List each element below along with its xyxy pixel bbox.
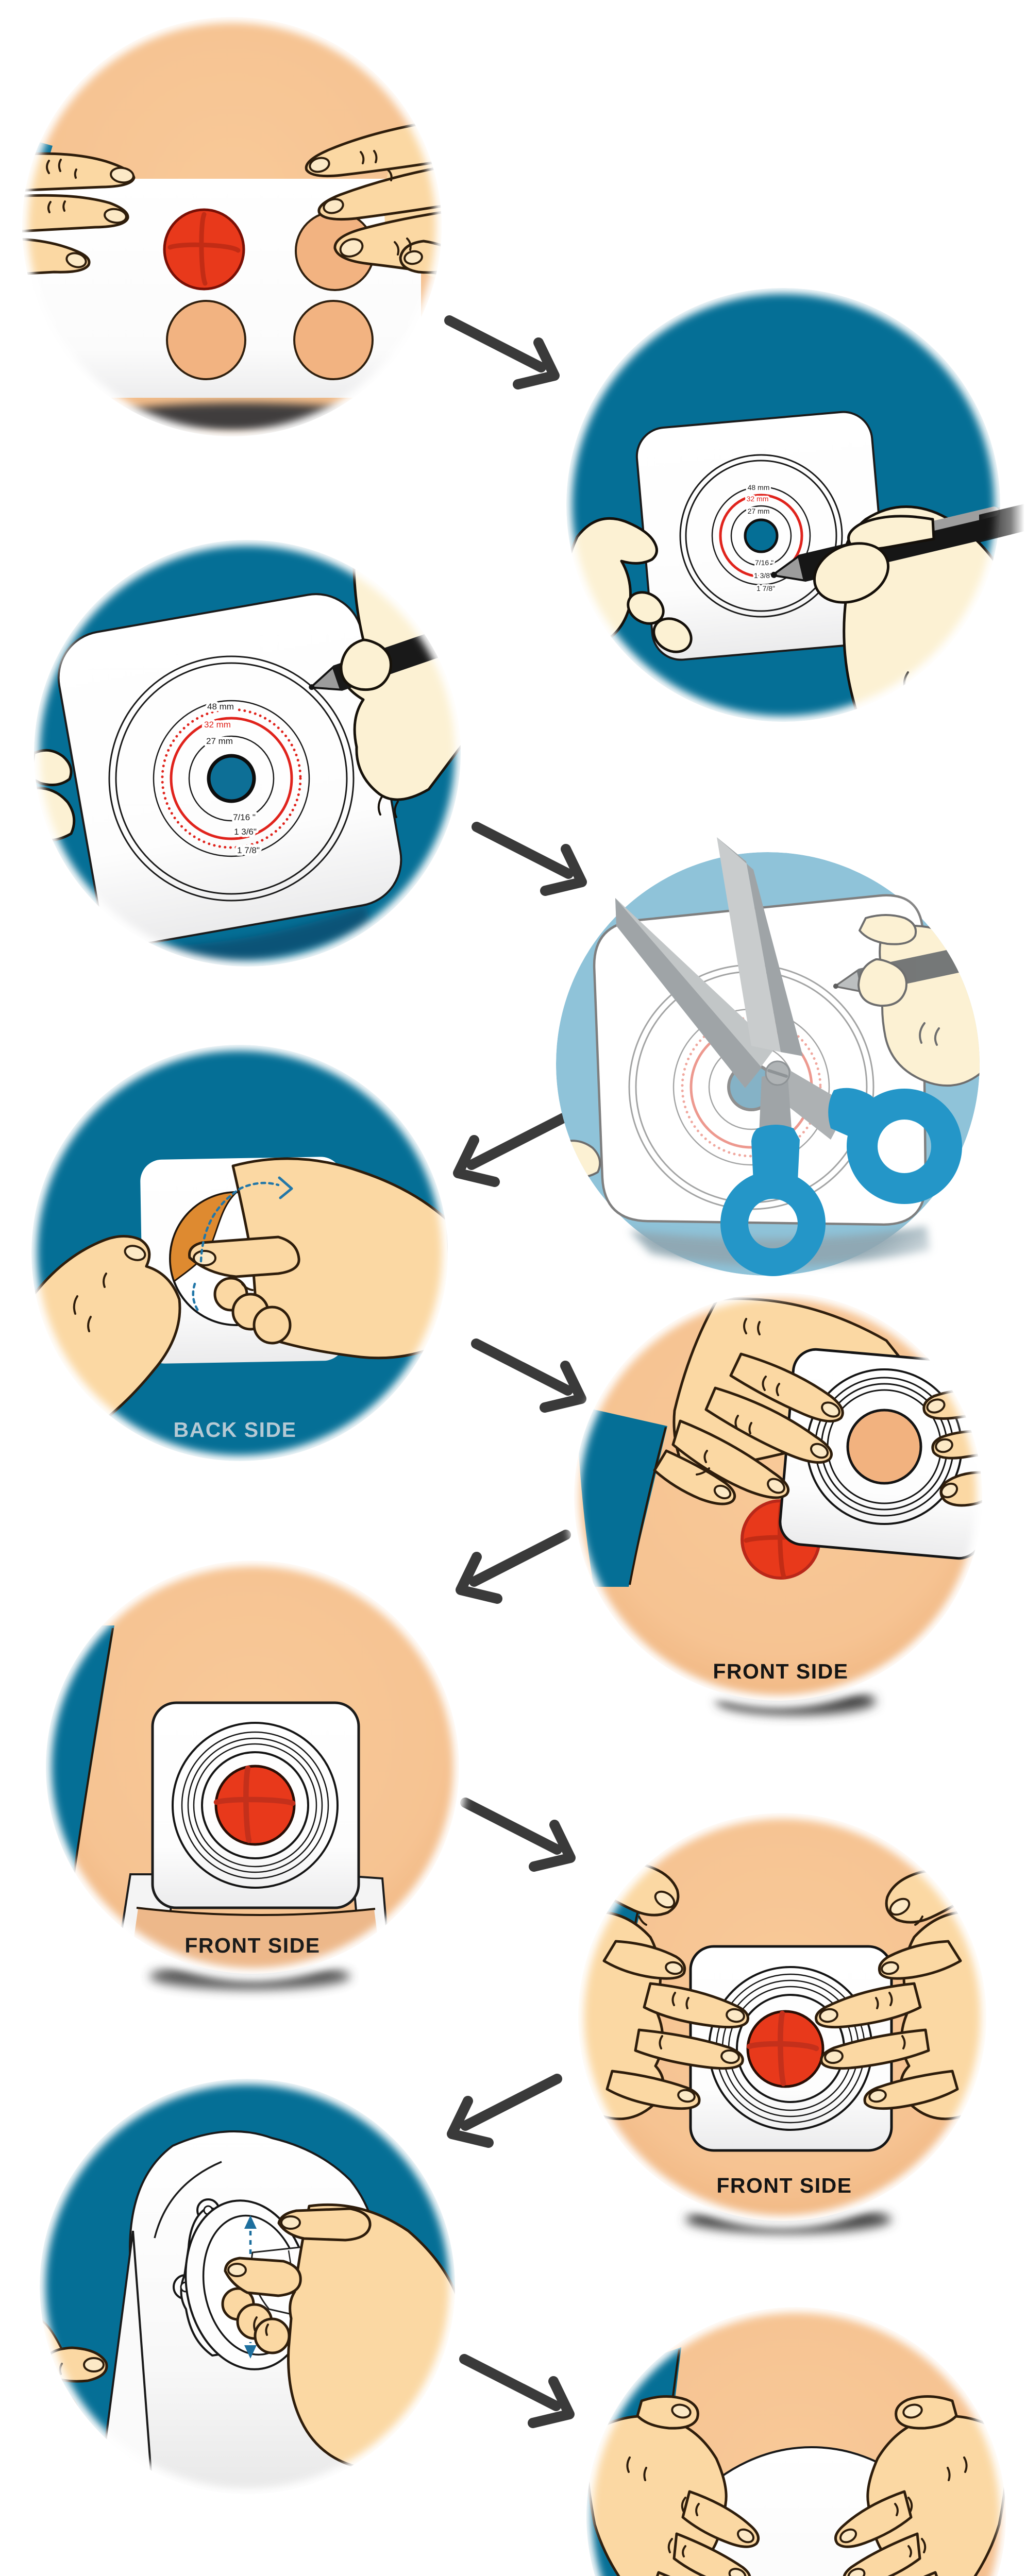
svg-text:32 mm: 32 mm xyxy=(204,720,231,730)
svg-text:7/16 ": 7/16 " xyxy=(755,558,773,567)
svg-text:1 3/8": 1 3/8" xyxy=(754,571,772,580)
svg-text:1 7/8": 1 7/8" xyxy=(756,584,775,592)
svg-text:BACK SIDE: BACK SIDE xyxy=(173,1418,296,1442)
svg-text:7/16 ": 7/16 " xyxy=(233,812,256,822)
svg-text:FRONT SIDE: FRONT SIDE xyxy=(184,1934,320,1957)
svg-text:1 3/6": 1 3/6" xyxy=(234,827,257,837)
svg-text:FRONT SIDE: FRONT SIDE xyxy=(713,1659,848,1683)
svg-text:48 mm: 48 mm xyxy=(748,483,770,492)
svg-text:FRONT SIDE: FRONT SIDE xyxy=(716,2174,852,2197)
svg-text:48 mm: 48 mm xyxy=(207,702,234,711)
svg-text:32 mm: 32 mm xyxy=(747,495,769,503)
svg-text:27 mm: 27 mm xyxy=(748,507,770,515)
svg-text:1 7/8": 1 7/8" xyxy=(237,845,260,855)
svg-text:27 mm: 27 mm xyxy=(206,736,233,746)
